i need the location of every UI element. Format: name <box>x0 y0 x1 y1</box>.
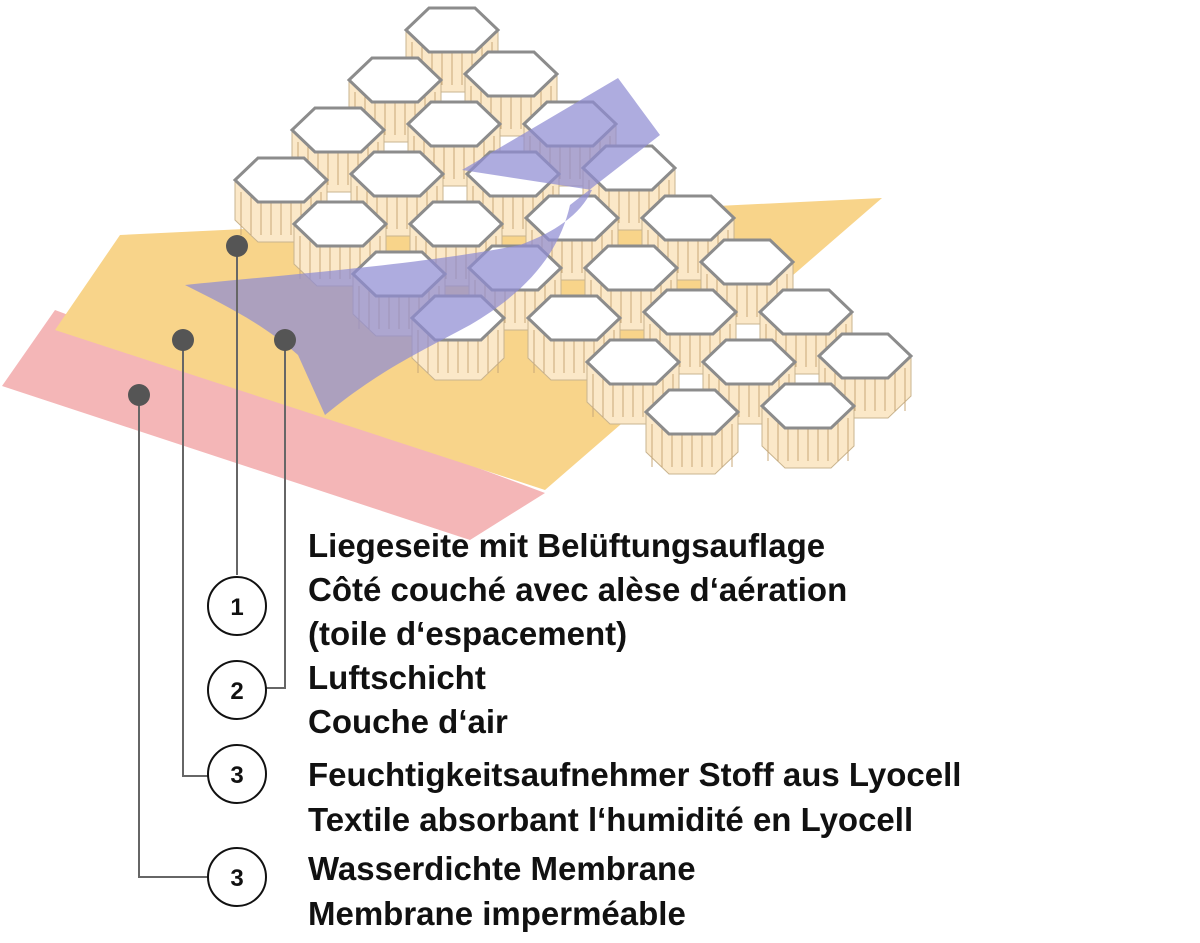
callout-number-1-text: 1 <box>230 594 243 621</box>
hexagon-cell <box>757 288 855 336</box>
hexagon-cell <box>405 100 503 148</box>
hexagon-cell <box>584 338 682 386</box>
anchor-dot-1 <box>226 235 248 257</box>
hexagon-cell <box>232 156 330 204</box>
hexagon-cell <box>639 194 737 242</box>
hexagon-cell <box>525 294 623 342</box>
label-3-line-1: Feuchtigkeitsaufnehmer Stoff aus Lyocell <box>308 756 961 793</box>
callout-number-2-text: 2 <box>230 678 243 705</box>
callout-number-3-text: 3 <box>230 762 243 789</box>
callout-number-1: 1 <box>207 576 267 636</box>
hexagon-cell <box>348 150 446 198</box>
hexagon-cell <box>291 200 389 248</box>
hexagon-cell <box>289 106 387 154</box>
leader-line-2 <box>266 340 286 689</box>
label-1-line-3: (toile d‘espacement) <box>308 615 627 652</box>
hexagon-cell <box>403 6 501 54</box>
callout-number-3: 3 <box>207 744 267 804</box>
label-4-line-1: Wasserdichte Membrane <box>308 850 696 887</box>
callout-number-4: 3 <box>207 847 267 907</box>
anchor-dot-4 <box>128 384 150 406</box>
callout-labels: Liegeseite mit Belüftungsauflage Côté co… <box>308 527 961 932</box>
hexagon-cell <box>816 332 914 380</box>
label-2-line-2: Couche d‘air <box>308 703 508 740</box>
label-4-line-2: Membrane imperméable <box>308 895 686 932</box>
label-3-line-2: Textile absorbant l‘humidité en Lyocell <box>308 801 913 838</box>
leader-lines <box>138 246 286 878</box>
hexagon-cell <box>698 238 796 286</box>
callout-number-2: 2 <box>207 660 267 720</box>
callout-number-4-text: 3 <box>230 865 243 892</box>
label-1-line-1: Liegeseite mit Belüftungsauflage <box>308 527 825 564</box>
airflow-arrow-icon <box>185 78 660 415</box>
membrane-layer <box>2 310 545 540</box>
hexagon-cell <box>346 56 444 104</box>
hexagon-cell <box>759 382 857 430</box>
hexagon-cell <box>700 338 798 386</box>
leader-line-4 <box>138 395 210 878</box>
hexagon-cell <box>582 244 680 292</box>
hexagon-cell <box>641 288 739 336</box>
hexagon-cell <box>407 200 505 248</box>
label-1-line-2: Côté couché avec alèse d‘aération <box>308 571 847 608</box>
hexagon-cell <box>462 50 560 98</box>
anchor-dot-3 <box>172 329 194 351</box>
anchor-dot-2 <box>274 329 296 351</box>
anchor-dots <box>128 235 296 406</box>
callout-numbers: 1 2 3 3 <box>207 576 267 907</box>
label-2-line-1: Luftschicht <box>308 659 486 696</box>
hexagon-cell <box>643 388 741 436</box>
leader-line-3 <box>182 340 210 777</box>
